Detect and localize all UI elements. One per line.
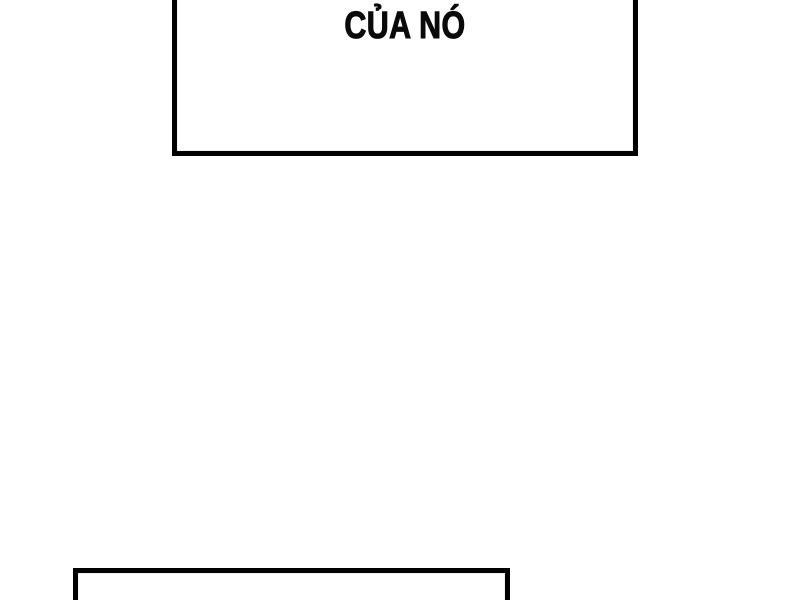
panel-bottom-artwork-area [78,573,505,600]
comic-panel-bottom [73,568,510,600]
panel-top-artwork-area: CỦA NÓ [177,0,633,151]
dialogue-text-cua-no: CỦA NÓ [344,5,466,47]
comic-panel-top: CỦA NÓ [172,0,638,156]
panel-gutter [0,156,800,568]
